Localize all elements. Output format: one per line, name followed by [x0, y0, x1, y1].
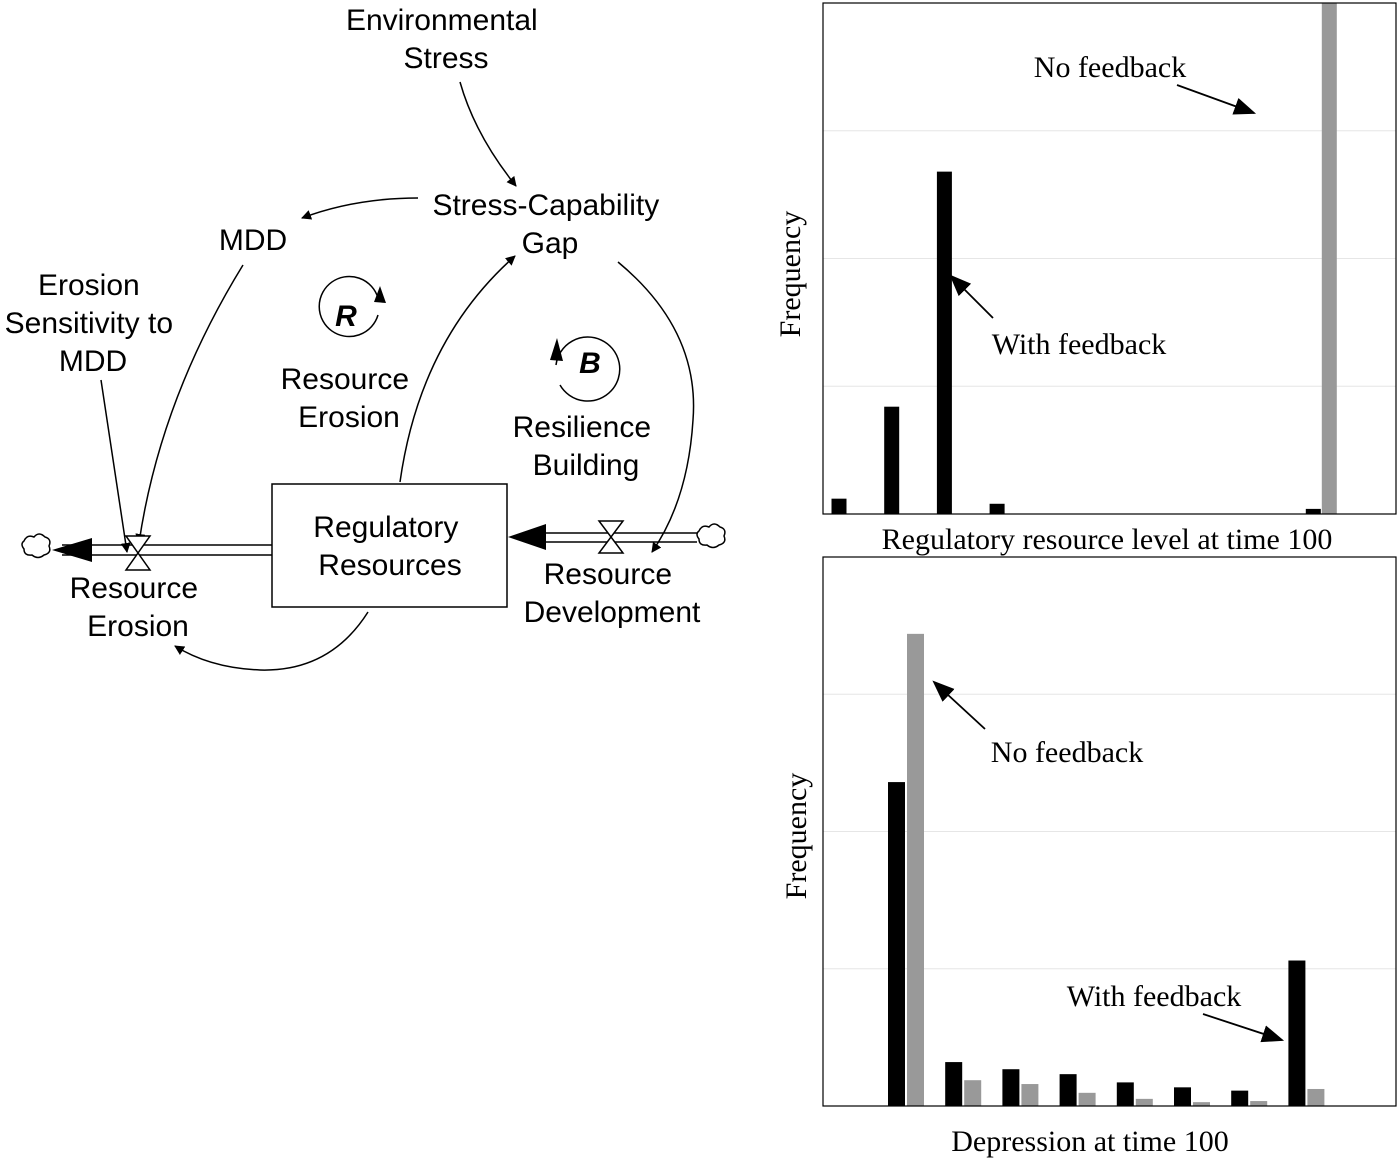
bar-with-feedback	[888, 782, 905, 1106]
bar-with-feedback	[1116, 1082, 1134, 1106]
bar-with-feedback	[884, 406, 900, 514]
loop-r-label: Resource Erosion	[281, 363, 418, 434]
link-gap-to-development	[617, 261, 695, 553]
balancing-loop: B Resilience Building	[513, 336, 660, 482]
annotation-arrow	[932, 680, 986, 730]
bar-no-feedback	[1193, 1102, 1210, 1106]
bar-no-feedback	[907, 633, 924, 1106]
y-axis-label: Frequency	[780, 773, 813, 900]
bar-with-feedback	[831, 498, 847, 514]
outflow-arrowhead	[52, 538, 92, 562]
bar-with-feedback	[1231, 1090, 1249, 1106]
bar-with-feedback	[936, 171, 952, 514]
development-flow-pipe	[508, 524, 697, 550]
link-mdd-to-erosion	[135, 264, 244, 544]
development-valve-icon	[597, 520, 625, 554]
regulatory-resource-histogram: Regulatory resource level at time 100 Fr…	[774, 2, 1397, 556]
link-resources-to-erosion	[174, 611, 369, 671]
loop-arrowhead	[374, 286, 386, 303]
annotation-no-feedback: No feedback	[991, 736, 1143, 769]
bar-with-feedback	[1305, 508, 1321, 514]
depression-histogram: Depression at time 100 Frequency No feed…	[780, 556, 1397, 1158]
bar-no-feedback	[1021, 1084, 1039, 1106]
link-resources-to-gap	[399, 255, 516, 483]
bar-with-feedback	[1002, 1069, 1020, 1106]
bar-with-feedback	[1174, 1087, 1191, 1106]
link-sensitivity-to-erosion	[100, 379, 131, 553]
bar-with-feedback	[989, 503, 1005, 514]
mdd-label: MDD	[219, 224, 287, 257]
annotation-arrow	[949, 274, 994, 319]
loop-r-symbol: R	[335, 300, 357, 333]
inflow-arrowhead	[508, 524, 546, 550]
annotation-with-feedback: With feedback	[992, 328, 1167, 361]
erosion-sensitivity-label: Erosion Sensitivity to MDD	[5, 269, 182, 378]
bar-no-feedback	[1078, 1092, 1096, 1106]
development-cloud-icon	[696, 523, 726, 549]
y-axis-label: Frequency	[774, 211, 807, 338]
erosion-flow-pipe	[52, 538, 272, 562]
erosion-cloud-icon	[21, 533, 51, 559]
bar-with-feedback	[1059, 1074, 1077, 1106]
chart-frame	[822, 556, 1397, 1107]
annotation-arrow	[1202, 1013, 1285, 1043]
regulatory-resources-stock	[271, 483, 508, 608]
bar-with-feedback	[1288, 960, 1306, 1106]
loop-b-symbol: B	[579, 347, 601, 380]
loop-arc	[318, 275, 379, 338]
x-axis-label: Regulatory resource level at time 100	[882, 523, 1333, 556]
link-gap-to-mdd	[301, 197, 419, 220]
x-axis-label: Depression at time 100	[951, 1125, 1228, 1158]
bar-no-feedback	[1307, 1088, 1325, 1106]
bar-with-feedback	[945, 1062, 963, 1106]
regulatory-resources-label: Regulatory Resources	[313, 511, 466, 582]
resource-development-flow-label: Resource Development	[524, 558, 701, 629]
loop-arc	[555, 336, 621, 402]
reinforcing-loop: R Resource Erosion	[281, 275, 418, 434]
bar-no-feedback	[964, 1080, 982, 1106]
bar-no-feedback	[1250, 1101, 1268, 1106]
link-stress-to-gap	[459, 81, 517, 187]
bar-no-feedback	[1321, 3, 1337, 514]
erosion-valve-icon	[124, 535, 152, 571]
annotation-no-feedback: No feedback	[1034, 51, 1186, 84]
stress-capability-gap-label: Stress-Capability Gap	[432, 189, 667, 260]
annotation-with-feedback: With feedback	[1067, 980, 1242, 1013]
stock-flow-diagram: Environmental Stress Stress-Capability G…	[5, 4, 726, 671]
chart-frame	[822, 2, 1397, 515]
loop-arrowhead	[550, 338, 563, 361]
resource-erosion-flow-label: Resource Erosion	[70, 572, 207, 643]
annotation-arrow	[1176, 84, 1257, 115]
environmental-stress-label: Environmental Stress	[346, 4, 546, 75]
loop-b-label: Resilience Building	[513, 411, 660, 482]
bar-no-feedback	[1135, 1098, 1153, 1106]
